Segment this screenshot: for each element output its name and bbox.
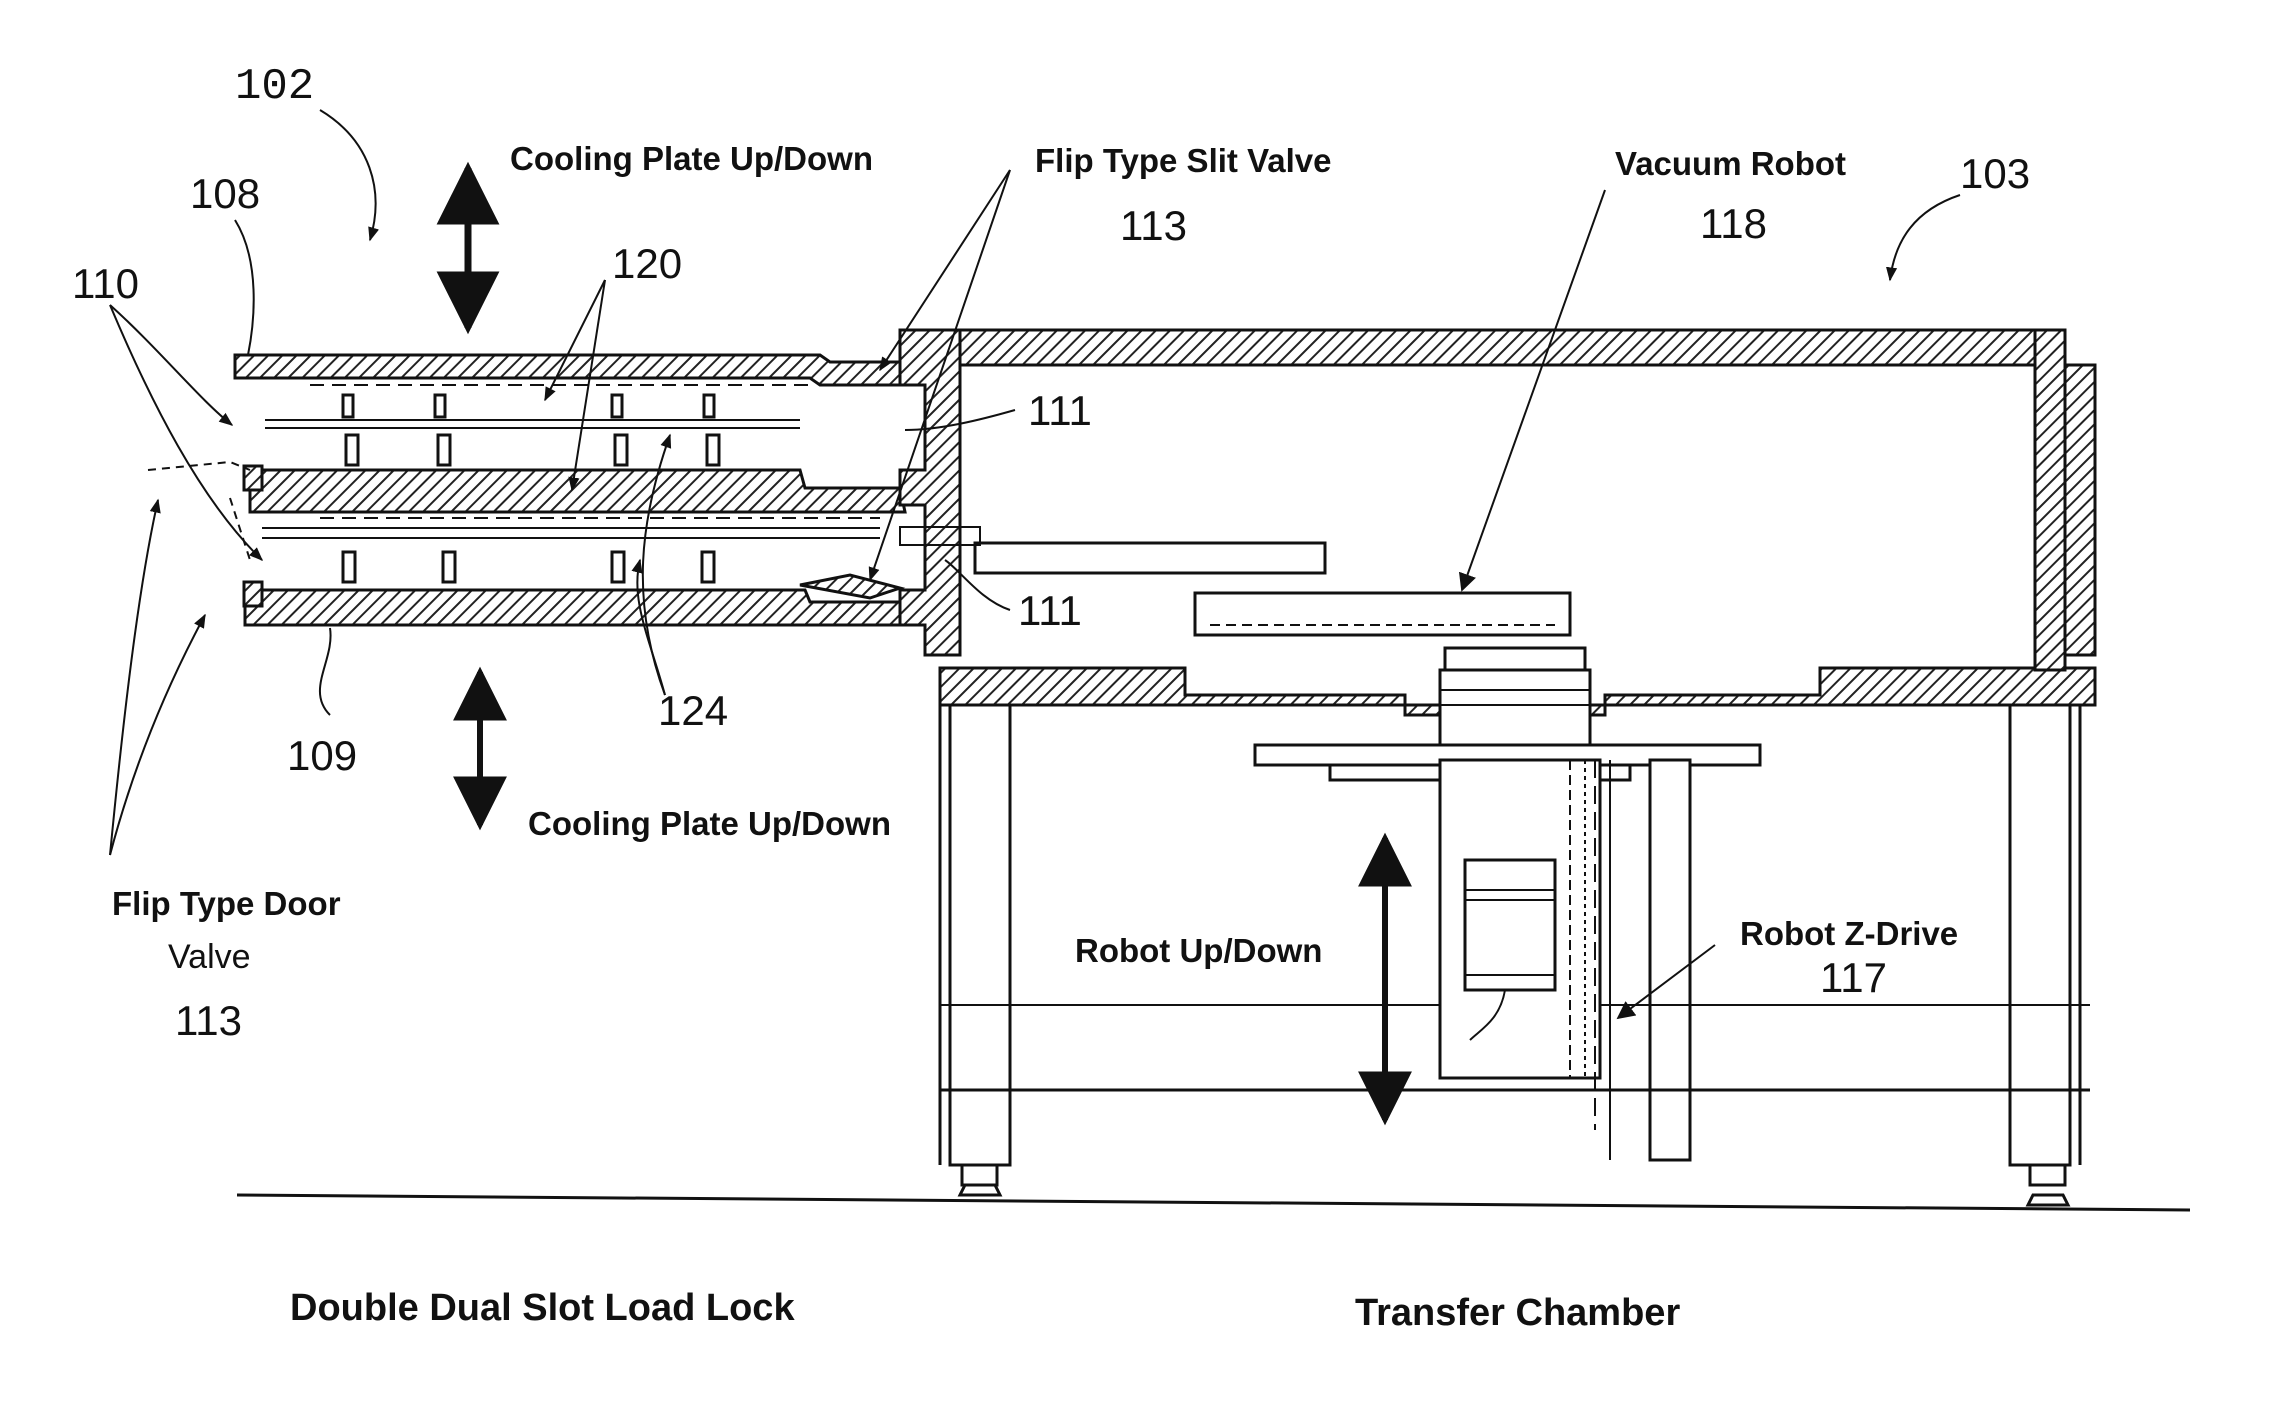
leader-109	[320, 628, 331, 715]
leader-door-lower	[110, 615, 205, 855]
leader-110-lower	[110, 305, 262, 560]
middle-plate	[250, 470, 905, 512]
leader-108	[235, 220, 254, 355]
caption-load-lock: Double Dual Slot Load Lock	[290, 1287, 795, 1329]
lower-pins	[343, 552, 714, 582]
label-109: 109	[287, 732, 357, 779]
label-flip-slit-valve-num: 113	[1120, 202, 1187, 249]
leader-vacuum-robot	[1462, 190, 1605, 590]
label-vacuum-robot: Vacuum Robot	[1615, 145, 1846, 182]
load-lock	[148, 355, 935, 625]
leg-foot-left	[962, 1165, 997, 1185]
bottom-plate-109	[245, 590, 925, 625]
label-cooling-plate-bottom: Cooling Plate Up/Down	[528, 805, 891, 842]
label-102: 102	[235, 62, 314, 112]
leader-110-upper	[110, 305, 232, 425]
caption-transfer-chamber: Transfer Chamber	[1355, 1292, 1680, 1334]
leg-pad-right	[2028, 1195, 2068, 1205]
label-flip-door-line2: Valve	[168, 938, 251, 976]
label-110: 110	[72, 260, 139, 307]
label-103: 103	[1960, 150, 2030, 197]
robot-upper-blade	[975, 543, 1325, 573]
label-robot-zdrive-num: 117	[1820, 954, 1887, 1001]
flip-door-open-outline	[148, 462, 250, 470]
leader-124-b	[637, 560, 665, 695]
label-111-upper: 111	[1028, 387, 1092, 434]
leader-door-upper	[110, 500, 158, 855]
robot-hub-top	[1445, 648, 1585, 670]
top-plate-108	[235, 355, 935, 385]
ground-line	[237, 1195, 2190, 1210]
label-robot-updown: Robot Up/Down	[1075, 932, 1322, 969]
z-drive-motor	[1465, 860, 1555, 990]
label-vacuum-robot-num: 118	[1700, 200, 1767, 247]
chamber-right-wall	[2035, 330, 2065, 670]
label-robot-zdrive: Robot Z-Drive	[1740, 915, 1958, 952]
label-flip-door-num: 113	[175, 997, 242, 1044]
slit-valve-flap	[800, 575, 900, 598]
door-lower-block	[244, 582, 262, 606]
leader-102	[320, 110, 376, 240]
label-cooling-plate-top: Cooling Plate Up/Down	[510, 140, 873, 177]
label-flip-door-line1: Flip Type Door	[112, 885, 341, 922]
leg-foot-right	[2030, 1165, 2065, 1185]
label-124: 124	[658, 687, 728, 734]
leg-pad-left	[960, 1185, 1000, 1195]
label-120: 120	[612, 240, 682, 287]
label-flip-slit-valve: Flip Type Slit Valve	[1035, 142, 1331, 179]
leader-103	[1890, 195, 1960, 280]
transfer-chamber	[900, 330, 2095, 1205]
label-108: 108	[190, 170, 260, 217]
label-111-lower: 111	[1018, 587, 1082, 634]
chamber-left-wall	[900, 330, 960, 655]
robot-lower-blade	[1195, 593, 1570, 635]
